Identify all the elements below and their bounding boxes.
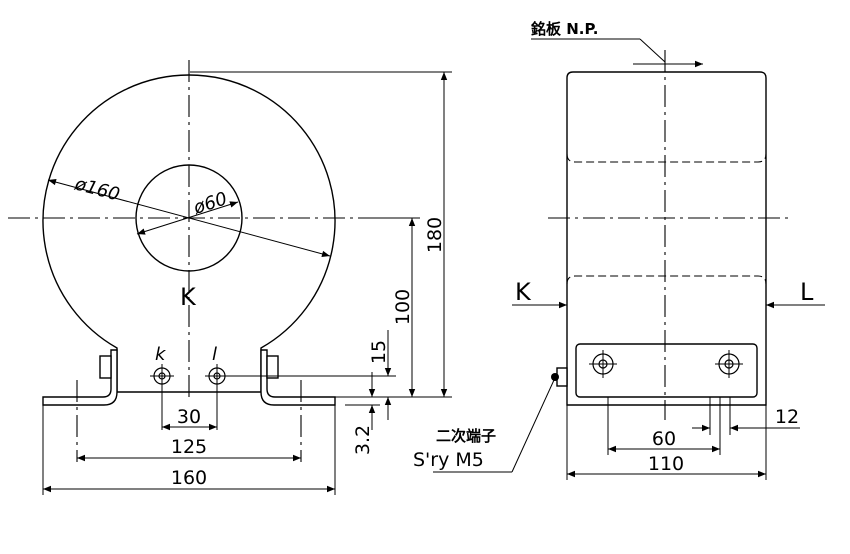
front-view: ø160 ø60 K k l 180 100 15 3.2 30 125 160 [8, 60, 452, 495]
nut-right [266, 355, 279, 379]
dim-100-label: 100 [392, 289, 414, 325]
secondary-terminal-jp-label: 二次端子 [436, 427, 496, 445]
side-terminal-k-label: K [515, 278, 532, 306]
dim-line-id [136, 201, 239, 235]
nut-left [99, 355, 112, 379]
dim-side-110-label: 110 [648, 453, 684, 475]
side-hidden-line-lower [566, 275, 767, 285]
secondary-leader [511, 379, 555, 473]
dim-125-label: 125 [171, 436, 207, 458]
secondary-terminal-label: S'ry M5 [413, 449, 484, 471]
side-view: 銘板 N.P. K L 二次端子 S'ry M5 60 12 110 [413, 20, 825, 480]
dim-side-12-label: 12 [775, 406, 799, 428]
side-bolt-head [551, 373, 559, 381]
secondary-terminal-l-label: l [212, 344, 217, 365]
side-body [566, 71, 767, 406]
dim-32-label: 3.2 [352, 425, 374, 455]
side-hidden-line-upper [566, 153, 767, 163]
nameplate-leader [639, 38, 666, 63]
terminal-plate [575, 343, 758, 398]
dim-15-label: 15 [368, 340, 390, 364]
side-terminal-right [715, 350, 743, 378]
side-terminal-l-label: L [800, 278, 814, 306]
dim-180-label: 180 [424, 217, 446, 253]
side-terminal-left [589, 350, 617, 378]
nameplate-label: 銘板 N.P. [531, 20, 598, 38]
mounting-base-right [260, 349, 336, 406]
dim-30-label: 30 [177, 406, 201, 428]
dim-160-label: 160 [171, 467, 207, 489]
dim-side-60-label: 60 [652, 428, 676, 450]
primary-terminal-k-label: K [180, 283, 197, 311]
terminal-k [150, 364, 174, 430]
mounting-base [42, 349, 118, 406]
terminal-l [205, 364, 229, 430]
secondary-terminal-k-label: k [155, 344, 167, 365]
